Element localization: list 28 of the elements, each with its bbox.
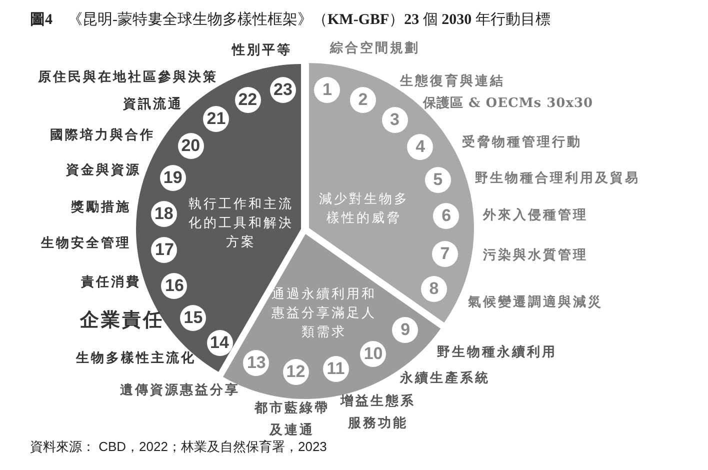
- sector-label: 減少對生物多樣性的威脅: [318, 190, 410, 228]
- goal-label: 責任消費: [81, 274, 141, 291]
- goal-label: 生態復育與連結: [400, 72, 505, 90]
- goal-label: 保護區 & OECMs 30x30: [423, 95, 594, 112]
- goal-label: 永續生產系統: [400, 370, 490, 387]
- sector-label: 通過永續利用和惠益分享滿足人類需求: [270, 286, 378, 342]
- goal-label: 野生物種合理利用及貿易: [475, 170, 640, 187]
- goal-label: 生物多樣性主流化: [76, 350, 196, 367]
- goal-label: 氣候變遷調適與減災: [468, 294, 603, 311]
- caption: 資料來源： CBD，2022；林業及自然保育署，2023: [30, 438, 327, 456]
- goal-label: 企業責任: [80, 308, 164, 333]
- goal-label: 獎勵措施: [71, 199, 131, 216]
- goal-label: 性別平等: [232, 42, 292, 59]
- goal-label: 野生物種永續利用: [437, 344, 557, 361]
- goal-label: 資訊流通: [123, 96, 183, 113]
- goal-label: 外來入侵種管理: [483, 206, 588, 224]
- sector-label: 執行工作和主流化的工具和解決方案: [187, 196, 294, 252]
- title: 圖4 《昆明-蒙特婁全球生物多樣性框架》（KM-GBF）23 個 2030 年行動目標: [30, 10, 550, 29]
- goal-label: 增益生態系服務功能: [339, 392, 416, 433]
- goal-label: 都市藍綠帶及連通: [253, 400, 330, 440]
- goal-label: 污染與水質管理: [483, 246, 588, 264]
- goal-label: 綜合空間規劃: [330, 40, 420, 57]
- goal-label: 生物安全管理: [41, 234, 131, 252]
- goal-label: 原住民與在地社區參與決策: [38, 69, 218, 86]
- goal-label: 國際培力與合作: [50, 126, 155, 144]
- goal-label: 資金與資源: [66, 162, 141, 179]
- goal-label: 遺傳資源惠益分享: [120, 382, 240, 399]
- goal-label: 受脅物種管理行動: [462, 134, 582, 151]
